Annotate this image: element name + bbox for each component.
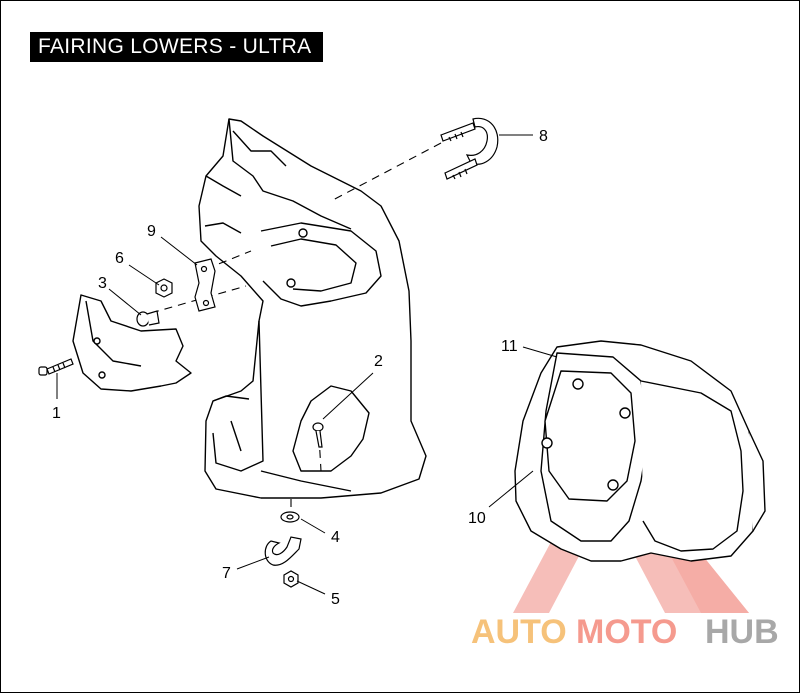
screw-part-2 [312,422,324,448]
bracket-part-9 [194,258,216,312]
watermark-hub: HUB [705,613,779,651]
washer-part-4 [280,511,300,523]
screw-part-1 [38,358,74,376]
u-bolt-part-8 [440,117,499,180]
bolt-part-3 [136,310,160,327]
callout-labels: 1 2 3 4 5 6 7 8 9 10 11 [52,128,548,608]
leader-lines [56,134,558,595]
watermark-auto: AUTO [471,613,567,651]
watermark-text: AUTO MOTO HUB [471,613,779,651]
callout-3: 3 [98,275,107,292]
callout-1: 1 [52,405,61,422]
clamp-part-7 [264,536,302,566]
callout-11: 11 [501,338,518,355]
nut-part-5 [283,570,299,588]
callout-4: 4 [331,529,340,546]
callout-8: 8 [539,128,548,145]
callout-2: 2 [374,353,383,370]
glove-box-part-11 [514,340,766,562]
side-cover-left [72,294,192,392]
callout-7: 7 [222,565,231,582]
callout-10: 10 [468,510,486,527]
watermark-moto: MOTO [576,613,677,651]
nut-part-6 [155,278,173,298]
callout-5: 5 [331,591,340,608]
fairing-lower-main [198,118,427,499]
callout-9: 9 [147,223,156,240]
callout-6: 6 [115,250,124,267]
page-title: FAIRING LOWERS - ULTRA [30,32,324,62]
